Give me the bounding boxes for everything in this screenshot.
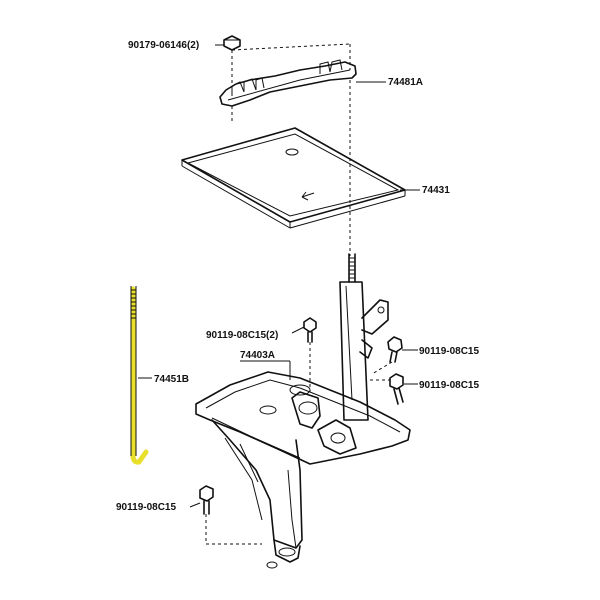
guide-bolt-right-upper <box>371 361 393 375</box>
bolt-bottom <box>199 485 214 515</box>
label-rod: 74451B <box>154 374 189 385</box>
label-bolt-left: 90119-08C15(2) <box>206 330 278 341</box>
hold-down-rod <box>130 286 149 465</box>
label-tray: 74431 <box>422 185 450 196</box>
bolt-right-upper <box>387 336 403 363</box>
label-carrier: 74403A <box>240 350 275 361</box>
leader-bolt-left <box>291 326 305 334</box>
bolt-right-lower <box>389 373 404 405</box>
bolt-left <box>303 317 317 343</box>
battery-carrier <box>195 281 411 569</box>
battery-tray <box>181 127 406 229</box>
nut-top <box>223 35 241 51</box>
label-bolt-bottom: 90119-08C15 <box>116 502 176 513</box>
guide-nut-top <box>231 43 351 51</box>
battery-clamp <box>219 59 357 107</box>
label-bolt-right-lower: 90119-08C15 <box>419 380 479 391</box>
label-bolt-right-upper: 90119-08C15 <box>419 346 479 357</box>
label-nut-top: 90179-06146(2) <box>128 40 199 51</box>
label-clamp: 74481A <box>388 77 423 88</box>
leader-bolt-bottom <box>189 502 201 508</box>
threaded-stud <box>348 253 356 283</box>
